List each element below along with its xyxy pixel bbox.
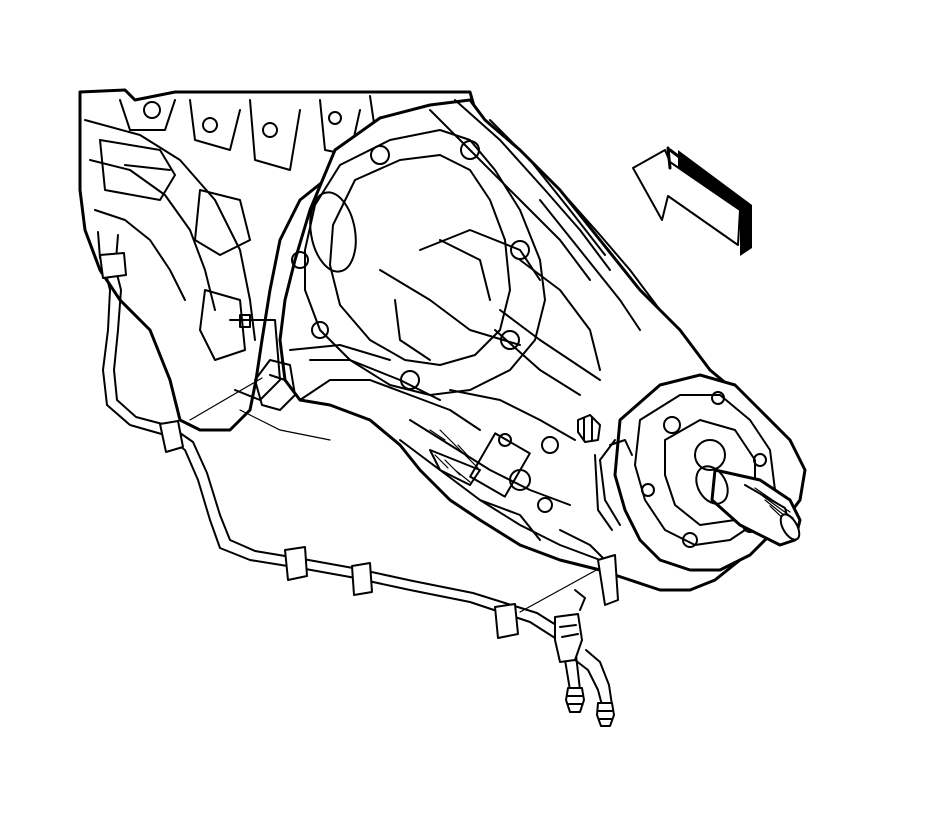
cooler-line-clips — [99, 252, 519, 639]
cooler-line-fittings — [565, 687, 615, 727]
cooler-line-front-bracket — [189, 359, 296, 421]
cooler-line-rear-bracket — [519, 554, 619, 663]
output-shaft — [695, 465, 802, 547]
vehicle-front-direction-arrow — [632, 146, 752, 256]
transmission-oil-cooler-lines — [97, 231, 613, 706]
bell-housing — [78, 88, 480, 441]
